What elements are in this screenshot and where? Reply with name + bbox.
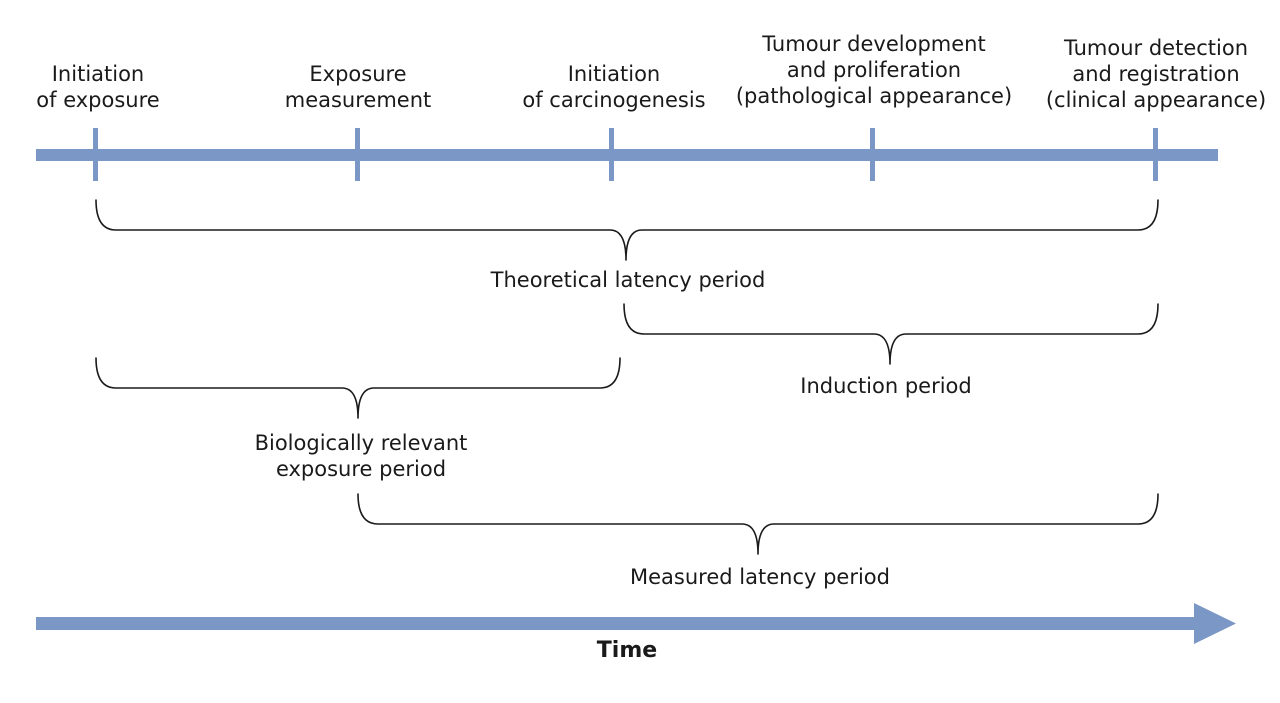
tick-exposure-measurement — [355, 128, 360, 181]
bracket-theoretical-latency — [95, 199, 1159, 261]
time-arrow-head — [1194, 603, 1236, 644]
label-induction-period: Induction period — [800, 374, 972, 398]
label-initiation-of-carcinogenesis: Initiation of carcinogenesis — [522, 62, 706, 112]
label-initiation-of-exposure: Initiation of exposure — [36, 62, 160, 112]
bracket-biologically-relevant-exposure — [95, 357, 621, 419]
bracket-measured-latency — [357, 493, 1159, 555]
tick-tumour-development — [870, 128, 875, 181]
bracket-induction — [623, 303, 1159, 365]
label-tumour-development: Tumour development and proliferation (pa… — [735, 32, 1013, 108]
tick-initiation-of-carcinogenesis — [609, 128, 614, 181]
timeline-bar — [36, 149, 1218, 161]
label-tumour-detection: Tumour detection and registration (clini… — [1045, 36, 1267, 112]
label-biologically-relevant-exposure-period: Biologically relevant exposure period — [254, 431, 468, 481]
time-arrow-shaft — [36, 617, 1198, 630]
tick-initiation-of-exposure — [93, 128, 98, 181]
label-exposure-measurement: Exposure measurement — [284, 62, 432, 112]
label-measured-latency-period: Measured latency period — [630, 565, 890, 589]
label-theoretical-latency-period: Theoretical latency period — [490, 268, 766, 292]
tick-tumour-detection — [1153, 128, 1158, 181]
time-axis-label: Time — [596, 638, 658, 663]
